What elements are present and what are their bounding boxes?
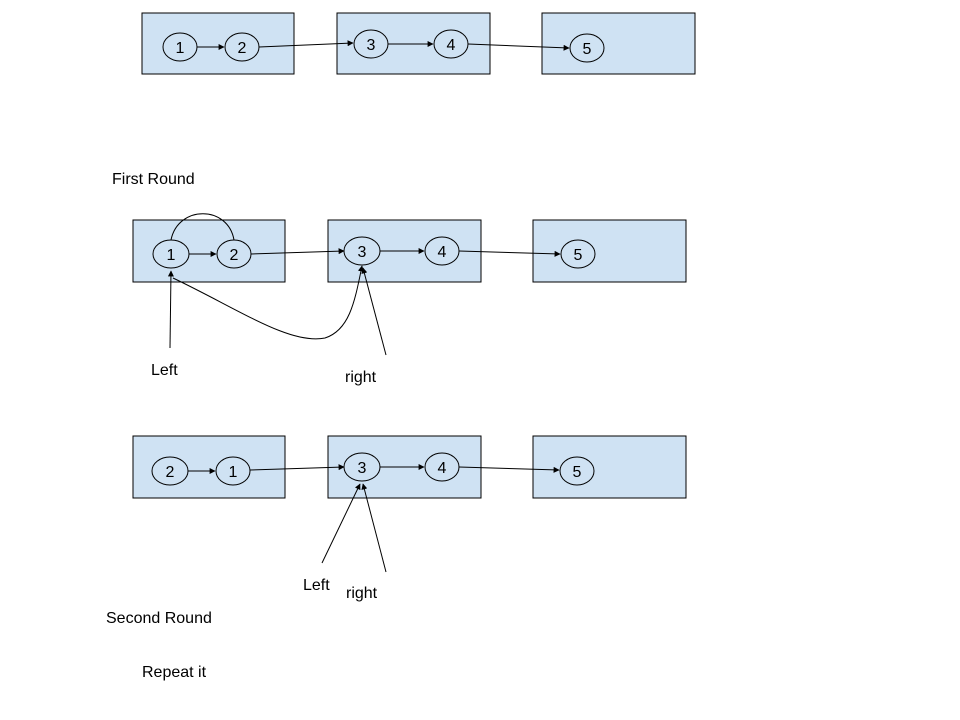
node-label: 4 xyxy=(438,460,447,477)
second-round-caption: Second Round xyxy=(106,610,212,627)
node-label: 2 xyxy=(230,247,239,264)
left-pointer-arrow xyxy=(321,483,361,564)
node-label: 3 xyxy=(358,460,367,477)
right-pointer-label: right xyxy=(345,369,377,386)
group-box-c xyxy=(541,12,696,75)
node-label: 1 xyxy=(229,464,238,481)
list-node: 5 xyxy=(560,239,596,269)
swap-arc xyxy=(170,213,235,241)
list-node: 5 xyxy=(559,456,595,486)
group-box-a xyxy=(141,12,295,75)
node-label: 2 xyxy=(238,40,247,57)
next-pointer-arrow xyxy=(458,250,561,257)
node-label: 1 xyxy=(167,247,176,264)
left-pointer-label: Left xyxy=(303,577,330,594)
node-label: 4 xyxy=(447,37,456,54)
left-pointer-arrow xyxy=(167,270,174,349)
first-round-caption: First Round xyxy=(112,171,195,188)
next-pointer-arrow xyxy=(458,466,560,473)
node-label: 5 xyxy=(583,41,592,58)
list-node: 5 xyxy=(569,33,605,63)
next-pointer-arrow xyxy=(258,40,354,48)
right-pointer-arrow xyxy=(361,267,387,356)
node-label: 1 xyxy=(176,40,185,57)
group-box-a xyxy=(132,219,286,283)
node-label: 4 xyxy=(438,244,447,261)
relink-curve-arrow xyxy=(172,265,364,340)
list-node: 1 xyxy=(215,456,251,486)
group-box-c xyxy=(532,435,687,499)
group-box-c xyxy=(532,219,687,283)
right-pointer-arrow xyxy=(361,483,387,573)
node-label: 2 xyxy=(166,464,175,481)
second-round-list: 2 1 3 4 5 xyxy=(132,435,687,573)
next-pointer-arrow xyxy=(249,464,345,471)
first-round-list: 1 2 3 4 5 xyxy=(132,213,687,356)
right-pointer-label: right xyxy=(346,585,378,602)
repeat-caption: Repeat it xyxy=(142,664,207,681)
node-label: 5 xyxy=(574,247,583,264)
left-pointer-label: Left xyxy=(151,362,178,379)
initial-list: 1 2 3 4 5 xyxy=(141,12,696,75)
node-label: 3 xyxy=(358,244,367,261)
node-label: 3 xyxy=(367,37,376,54)
next-pointer-arrow xyxy=(467,43,570,51)
node-label: 5 xyxy=(573,464,582,481)
group-box-a xyxy=(132,435,286,499)
next-pointer-arrow xyxy=(250,248,345,255)
